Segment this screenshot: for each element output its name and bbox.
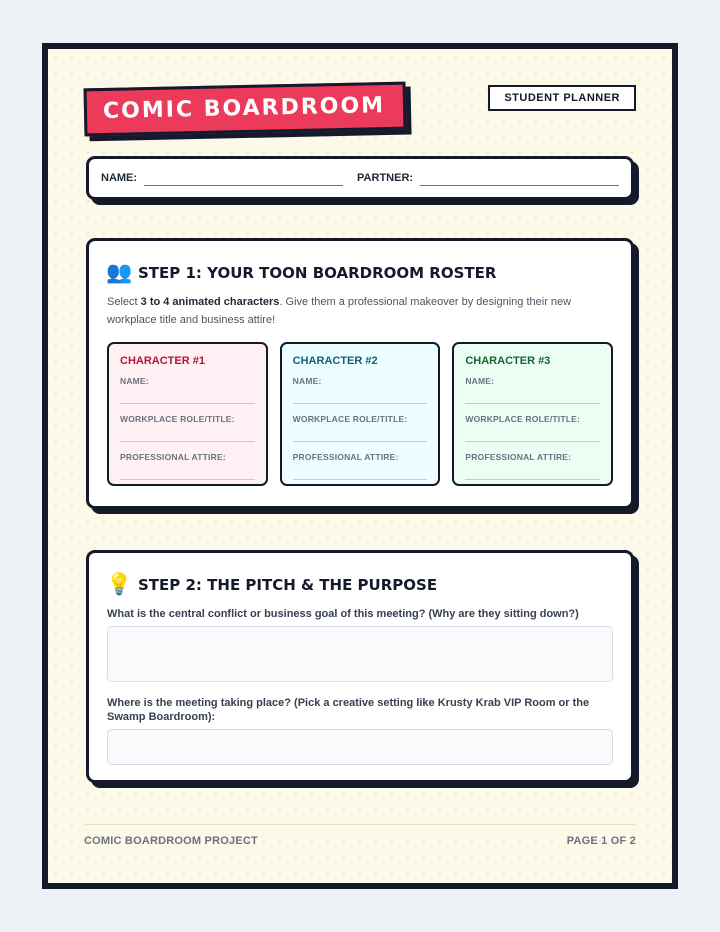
character-role-line[interactable] (120, 424, 255, 442)
character-role-label: WORKPLACE ROLE/TITLE: (465, 414, 581, 424)
character-attire-line[interactable] (465, 462, 601, 480)
character-title: CHARACTER #1 (120, 355, 205, 367)
logo-title: COMIC BOARDROOM (83, 81, 407, 137)
step1-title: STEP 1: YOUR TOON BOARDROOM ROSTER (138, 263, 497, 282)
character-role-label: WORKPLACE ROLE/TITLE: (120, 414, 235, 424)
character-role-line[interactable] (292, 424, 428, 442)
footer-project: COMIC BOARDROOM PROJECT (84, 835, 258, 847)
step2-header: 💡 STEP 2: THE PITCH & THE PURPOSE (106, 574, 631, 595)
people-icon: 👥 (106, 261, 133, 284)
name-row: NAME: PARTNER: (89, 159, 631, 197)
name-line[interactable] (144, 170, 344, 186)
character-card-1: CHARACTER #1 NAME: WORKPLACE ROLE/TITLE:… (107, 342, 268, 486)
partner-label: PARTNER: (357, 172, 414, 184)
character-name-line[interactable] (292, 386, 428, 404)
intro-pre: Select (107, 296, 141, 308)
character-attire-line[interactable] (292, 462, 428, 480)
logo-wrap: COMIC BOARDROOM (83, 81, 407, 137)
name-label: NAME: (101, 172, 138, 184)
step2-card: 💡 STEP 2: THE PITCH & THE PURPOSE What i… (86, 550, 634, 783)
character-attire-label: PROFESSIONAL ATTIRE: (120, 452, 226, 462)
student-planner-tag: STUDENT PLANNER (488, 85, 636, 111)
question-2: Where is the meeting taking place? (Pick… (107, 697, 590, 723)
step1-card: 👥 STEP 1: YOUR TOON BOARDROOM ROSTER Sel… (86, 238, 634, 509)
step1-intro: Select 3 to 4 animated characters. Give … (107, 293, 609, 329)
character-name-line[interactable] (120, 386, 255, 404)
step2-title: STEP 2: THE PITCH & THE PURPOSE (138, 575, 438, 594)
footer: COMIC BOARDROOM PROJECT PAGE 1 OF 2 (84, 824, 636, 847)
character-role-label: WORKPLACE ROLE/TITLE: (292, 414, 408, 424)
intro-post: . Give them a professional makeover by d… (107, 296, 572, 326)
character-name-label: NAME: (292, 376, 322, 386)
answer-box-2[interactable] (107, 729, 613, 765)
worksheet-page: COMIC BOARDROOM STUDENT PLANNER NAME: PA… (42, 43, 678, 889)
character-role-line[interactable] (465, 424, 601, 442)
footer-page: PAGE 1 OF 2 (566, 835, 636, 847)
character-title: CHARACTER #2 (292, 355, 378, 367)
character-name-label: NAME: (465, 376, 495, 386)
character-attire-label: PROFESSIONAL ATTIRE: (292, 452, 399, 462)
character-card-2: CHARACTER #2 NAME: WORKPLACE ROLE/TITLE:… (279, 342, 441, 486)
question-1: What is the central conflict or business… (107, 608, 579, 620)
intro-bold: 3 to 4 animated characters (140, 296, 280, 308)
step1-header: 👥 STEP 1: YOUR TOON BOARDROOM ROSTER (106, 262, 631, 283)
character-name-line[interactable] (465, 386, 601, 404)
character-name-label: NAME: (120, 376, 149, 386)
name-card: NAME: PARTNER: (86, 156, 634, 200)
character-grid: CHARACTER #1 NAME: WORKPLACE ROLE/TITLE:… (107, 342, 614, 486)
partner-line[interactable] (420, 170, 620, 186)
character-attire-line[interactable] (120, 462, 255, 480)
answer-box-1[interactable] (107, 626, 613, 682)
lightbulb-icon: 💡 (106, 573, 133, 596)
character-title: CHARACTER #3 (465, 355, 551, 367)
character-card-3: CHARACTER #3 NAME: WORKPLACE ROLE/TITLE:… (452, 342, 614, 486)
character-attire-label: PROFESSIONAL ATTIRE: (465, 452, 572, 462)
